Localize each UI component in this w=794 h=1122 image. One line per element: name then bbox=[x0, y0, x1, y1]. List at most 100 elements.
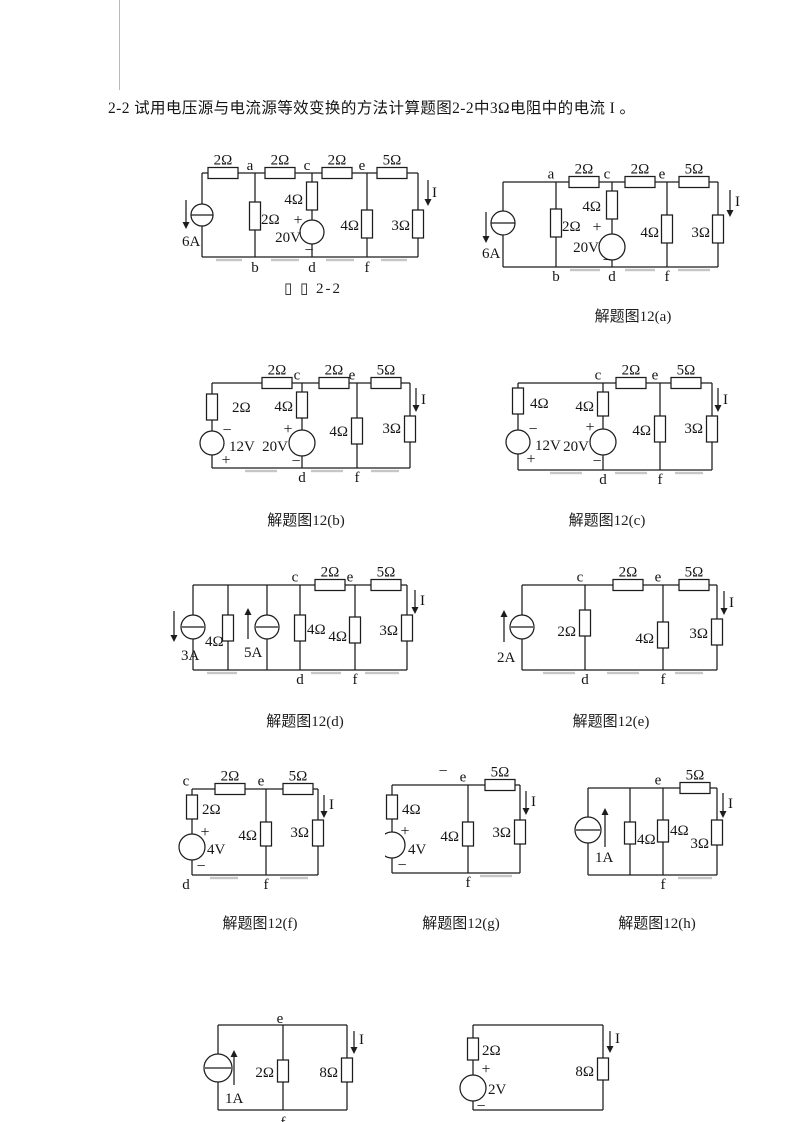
scan-artifact bbox=[326, 258, 354, 262]
current-arrowhead bbox=[714, 405, 722, 412]
scan-artifact bbox=[678, 268, 710, 272]
node-label-f: f bbox=[658, 472, 663, 488]
resistor-2ohm bbox=[321, 166, 353, 180]
voltage-source-circle bbox=[505, 429, 531, 455]
resistor-4ohm bbox=[221, 614, 235, 642]
resistor-label: 2Ω bbox=[202, 802, 221, 818]
resistor-label: 4Ω bbox=[575, 399, 594, 415]
resistor-label: 2Ω bbox=[562, 219, 581, 235]
resistor-2ohm bbox=[578, 609, 592, 637]
node-label-d: d bbox=[308, 260, 316, 276]
voltage-label: 2V bbox=[488, 1082, 507, 1098]
node-label-f: f bbox=[365, 260, 370, 276]
resistor-2ohm bbox=[276, 1059, 290, 1083]
source-label: 6A bbox=[482, 246, 501, 262]
source-label: 1A bbox=[595, 850, 614, 866]
current-arrowhead bbox=[726, 210, 734, 217]
node-label-b: b bbox=[251, 260, 259, 276]
resistor-2ohm bbox=[214, 782, 246, 796]
resistor-2ohm bbox=[624, 175, 656, 189]
resistor-label: 4Ω bbox=[340, 218, 359, 234]
resistor-2ohm bbox=[466, 1037, 480, 1061]
current-label: I bbox=[420, 593, 425, 609]
resistor-label: 3Ω bbox=[379, 623, 398, 639]
resistor-label: 4Ω bbox=[530, 396, 549, 412]
caption-12a: 解题图12(a) bbox=[594, 309, 672, 325]
circuit-12f: c e 2Ω 5Ω 2Ω + 4V − 4Ω 3Ω I d f bbox=[178, 769, 334, 893]
resistor-label: 4Ω bbox=[238, 828, 257, 844]
voltage-source-circle bbox=[598, 233, 626, 261]
resistor-label: 2Ω bbox=[631, 162, 650, 178]
minus-sign: − bbox=[476, 1098, 485, 1115]
plus-sign: + bbox=[400, 823, 409, 840]
resistor-label: 2Ω bbox=[328, 153, 347, 169]
node-label-c: c bbox=[604, 167, 611, 183]
current-arrowhead bbox=[606, 1046, 614, 1053]
wires bbox=[217, 1024, 348, 1111]
node-label-c: c bbox=[595, 368, 602, 384]
scan-artifact bbox=[678, 876, 712, 880]
scan-artifact bbox=[381, 258, 407, 262]
resistor-2ohm bbox=[248, 201, 262, 231]
scan-artifact bbox=[615, 471, 647, 475]
resistor-label: 2Ω bbox=[622, 363, 641, 379]
resistor-2ohm bbox=[318, 376, 350, 390]
caption-12h: 解题图12(h) bbox=[618, 916, 696, 932]
node-label-a: a bbox=[548, 167, 555, 183]
resistor-label: 3Ω bbox=[690, 836, 709, 852]
node-label-e: e bbox=[460, 770, 467, 786]
resistor-label: 3Ω bbox=[290, 825, 309, 841]
node-label-c: c bbox=[292, 570, 299, 586]
source-arrowhead bbox=[170, 635, 178, 642]
source-label: 2A bbox=[497, 650, 516, 666]
resistor-label: 4Ω bbox=[670, 823, 689, 839]
source-arrowhead bbox=[230, 1050, 238, 1057]
resistor-3ohm bbox=[403, 415, 417, 443]
resistor-label: 4Ω bbox=[632, 423, 651, 439]
resistor-label: 4Ω bbox=[582, 199, 601, 215]
voltage-label: 4V bbox=[408, 842, 427, 858]
plus-sign: + bbox=[200, 824, 209, 841]
wires bbox=[521, 584, 718, 671]
node-label-f: f bbox=[665, 269, 670, 285]
caption-12g: 解题图12(g) bbox=[422, 916, 500, 932]
voltage-source-circle bbox=[589, 428, 617, 456]
source-arrowhead bbox=[244, 608, 252, 615]
scan-artifact bbox=[311, 469, 343, 473]
resistor-label: 4Ω bbox=[402, 802, 421, 818]
scan-artifact bbox=[280, 876, 308, 880]
voltage-label: 20V bbox=[262, 439, 288, 455]
node-label-f: f bbox=[353, 672, 358, 688]
resistor-4ohm bbox=[350, 417, 364, 445]
resistor-label: 4Ω bbox=[440, 829, 459, 845]
resistor-5ohm bbox=[370, 578, 402, 592]
resistor-label: 4Ω bbox=[205, 634, 224, 650]
scan-artifact bbox=[216, 258, 242, 262]
source-label: 3A bbox=[181, 648, 200, 664]
resistor-8ohm bbox=[596, 1057, 610, 1081]
resistor-label: 5Ω bbox=[377, 565, 396, 581]
plus-sign: + bbox=[283, 421, 292, 438]
node-label-e: e bbox=[652, 368, 659, 384]
node-label-f: f bbox=[661, 877, 666, 893]
node-label-e: e bbox=[258, 774, 265, 790]
node-label-e: e bbox=[655, 570, 662, 586]
current-arrowhead bbox=[411, 607, 419, 614]
node-label-f: f bbox=[264, 877, 269, 893]
resistor-label: 4Ω bbox=[328, 629, 347, 645]
resistor-label: 5Ω bbox=[677, 363, 696, 379]
resistor-label: 4Ω bbox=[307, 622, 326, 638]
voltage-label: 20V bbox=[563, 439, 589, 455]
plus-sign: + bbox=[592, 219, 601, 236]
plus-sign: + bbox=[526, 451, 535, 468]
scan-artifact bbox=[550, 471, 582, 475]
node-label-e: e bbox=[349, 368, 356, 384]
minus-sign: − bbox=[528, 421, 537, 438]
resistor-4ohm bbox=[596, 391, 610, 417]
scan-artifact bbox=[271, 258, 299, 262]
source-arrowhead bbox=[601, 808, 609, 815]
resistor-4ohm bbox=[623, 821, 637, 845]
resistor-label: 5Ω bbox=[383, 153, 402, 169]
current-arrowhead bbox=[412, 405, 420, 412]
node-label-e: e bbox=[347, 570, 354, 586]
